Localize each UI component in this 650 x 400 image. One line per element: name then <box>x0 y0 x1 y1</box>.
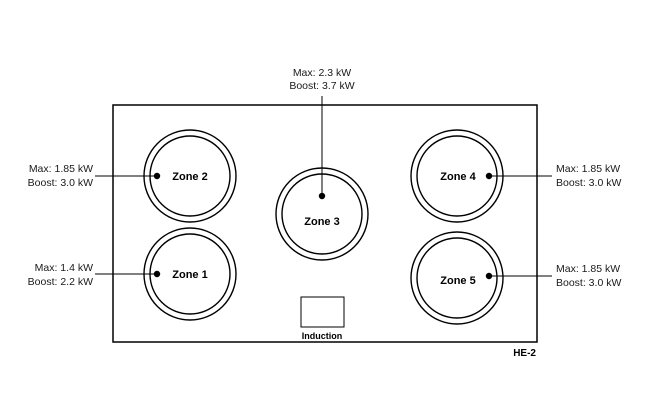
zone-5: Zone 5 Max: 1.85 kW Boost: 3.0 kW <box>410 231 621 325</box>
zone-3-max: Max: 2.3 kW <box>293 67 351 79</box>
zone-2-max: Max: 1.85 kW <box>29 163 93 175</box>
zone-3: Zone 3 Max: 2.3 kW Boost: 3.7 kW <box>275 67 369 261</box>
zone-5-label: Zone 5 <box>440 275 475 287</box>
zone-5-max: Max: 1.85 kW <box>556 263 620 275</box>
model-code: HE-2 <box>513 348 536 359</box>
zone-2: Zone 2 Max: 1.85 kW Boost: 3.0 kW <box>28 129 237 223</box>
control-panel-box <box>300 296 345 328</box>
zone-1: Zone 1 Max: 1.4 kW Boost: 2.2 kW <box>28 227 237 321</box>
zone-1-leader-dot <box>153 270 161 278</box>
zone-5-outer-ring <box>410 231 504 325</box>
cooktop-outline <box>112 104 538 343</box>
zone-5-leader-dot <box>485 272 493 280</box>
zone-2-label: Zone 2 <box>172 171 207 183</box>
zone-4-boost: Boost: 3.0 kW <box>556 177 621 189</box>
zone-4-max: Max: 1.85 kW <box>556 163 620 175</box>
induction-control: Induction <box>300 296 345 341</box>
zone-4-leader-dot <box>485 172 493 180</box>
zone-4-label: Zone 4 <box>440 171 476 183</box>
zone-3-boost: Boost: 3.7 kW <box>289 80 354 92</box>
induction-label: Induction <box>302 331 343 341</box>
zone-5-boost: Boost: 3.0 kW <box>556 277 621 289</box>
zone-4: Zone 4 Max: 1.85 kW Boost: 3.0 kW <box>410 129 621 223</box>
zone-3-leader-dot <box>318 192 326 200</box>
zone-2-boost: Boost: 3.0 kW <box>28 177 93 189</box>
zone-1-label: Zone 1 <box>172 269 207 281</box>
zone-1-max: Max: 1.4 kW <box>35 262 93 274</box>
zone-2-leader-dot <box>153 172 161 180</box>
zone-5-inner-ring <box>416 237 498 319</box>
zone-3-label: Zone 3 <box>304 216 339 228</box>
zone-1-boost: Boost: 2.2 kW <box>28 276 93 288</box>
